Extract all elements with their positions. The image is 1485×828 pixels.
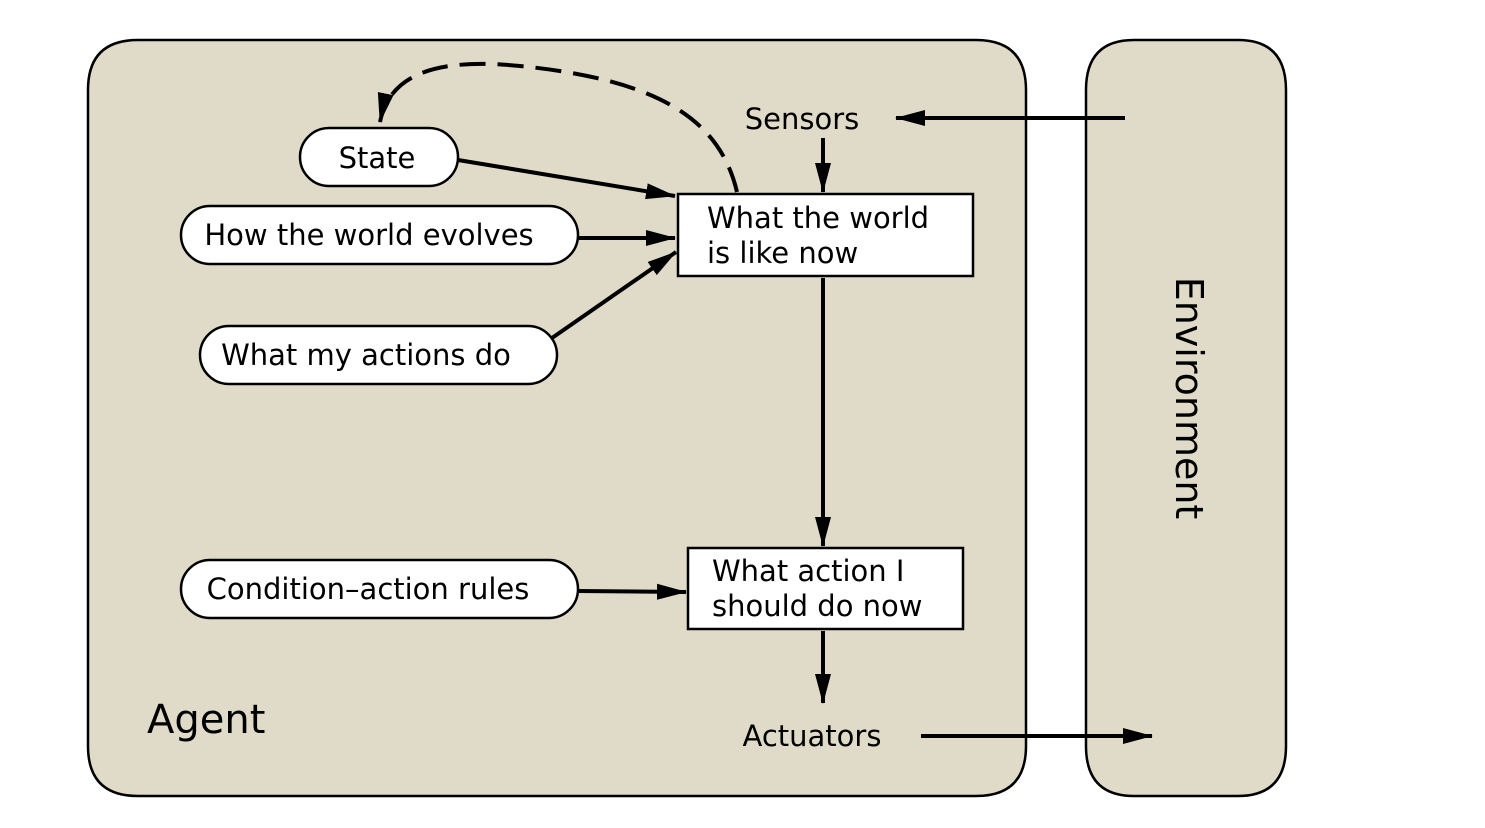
actions-to-world-arrow	[550, 250, 678, 340]
feedback-dashed-arrow	[377, 61, 739, 193]
agent-panel	[86, 38, 1028, 798]
rules-to-action-arrow	[577, 583, 687, 600]
actuators-label: Actuators	[743, 719, 882, 753]
world-now-box	[676, 192, 975, 278]
action-now-box	[686, 546, 965, 631]
world-evolves-node	[179, 204, 580, 266]
sensors-label: Sensors	[745, 102, 860, 136]
world-now-line2: is like now	[707, 236, 858, 270]
environment-panel	[1084, 38, 1288, 798]
state-label: State	[339, 141, 416, 175]
action-now-line2: should do now	[712, 589, 923, 623]
action-now-line1: What action I	[712, 554, 904, 588]
actions-do-node	[198, 324, 559, 386]
rules-label: Condition–action rules	[207, 572, 530, 606]
world-now-line1: What the world	[707, 201, 929, 235]
rules-node	[179, 558, 580, 620]
state-to-world-arrow	[457, 158, 676, 200]
agent-label: Agent	[147, 697, 265, 743]
world-evolves-label: How the world evolves	[204, 218, 533, 252]
state-node	[298, 126, 460, 188]
environment-label: Environment	[1167, 277, 1211, 520]
actions-do-label: What my actions do	[221, 338, 511, 372]
